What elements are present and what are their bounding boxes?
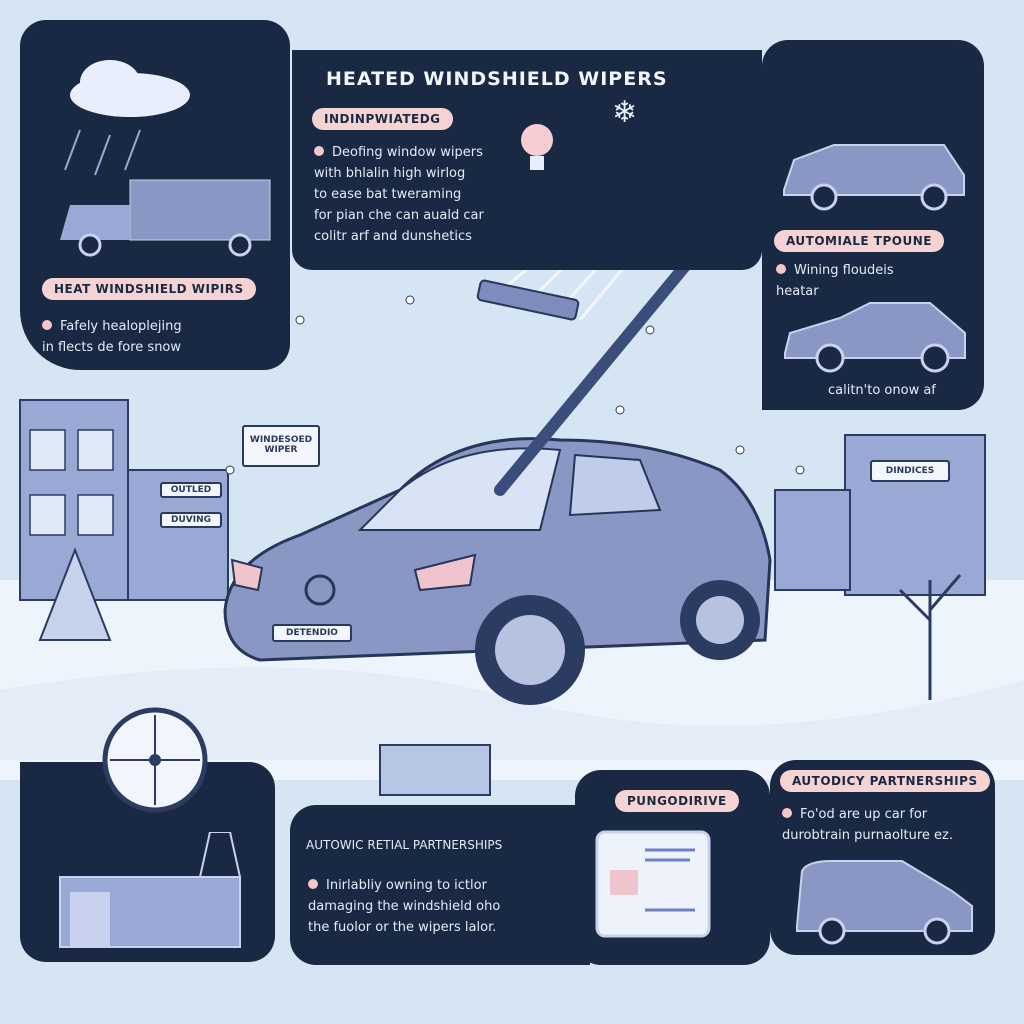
bottom-center-line-3: the fuolor or the wipers lalor.	[308, 920, 497, 935]
bottom-center-line-1: Inirlabliy owning to ictlor	[326, 878, 487, 893]
panel-device: PUNGODIRIVE	[575, 770, 770, 965]
top-right-line-1: Wining floudeis	[794, 263, 894, 278]
top-right-line-2: heatar	[776, 284, 819, 299]
top-center-pill: INDINPWIATEDG	[312, 108, 453, 130]
sedan-illustration	[784, 302, 966, 373]
bottom-right-line-2: durobtrain purnaolture ez.	[782, 828, 954, 843]
bottom-right-line-1: Fo'od are up car for	[800, 807, 928, 822]
snowflake-icon: ❄	[612, 95, 638, 130]
panel-top-left: HEAT WINDSHIELD WIPIRS Fafely healopleji…	[20, 20, 290, 370]
device-pill: PUNGODIRIVE	[615, 790, 739, 812]
bottom-right-pill: AUTODICY PARTNERSHIPS	[780, 770, 990, 792]
bottom-center-line-2: damaging the windshield oho	[308, 899, 501, 914]
bottom-center-heading: AUTOWIC RETIAL PARTNERSHIPS	[306, 838, 503, 852]
building-sign-left-1: OUTLED	[160, 482, 222, 498]
bullet-icon	[776, 264, 786, 274]
bullet-icon	[308, 879, 318, 889]
gauge-icon	[102, 707, 208, 813]
rain-cloud-truck-illustration	[60, 60, 271, 257]
panel-top-right: AUTOMIALE TPOUNE Wining floudeis heatar c…	[762, 40, 984, 410]
top-left-line-1: Fafely healoplejing	[60, 319, 182, 334]
building-sign-right: DINDICES	[870, 460, 950, 482]
panel-bottom-right: AUTODICY PARTNERSHIPS Fo'od are up car f…	[770, 760, 995, 955]
top-right-pill: AUTOMIALE TPOUNE	[774, 230, 944, 252]
top-center-line-4: for pian che can auald car	[314, 208, 484, 223]
top-left-pill: HEAT WINDSHIELD WIPIRS	[42, 278, 256, 300]
tablet-icon	[595, 830, 711, 938]
top-center-line-5: colitr arf and dunshetics	[314, 229, 472, 244]
warehouse-illustration	[59, 832, 242, 948]
lightbulb-icon	[521, 124, 553, 170]
building-sign-left-2: DUVING	[160, 512, 222, 528]
suv-illustration	[783, 144, 965, 211]
bullet-icon	[314, 146, 324, 156]
page-title: HEATED WINDSHIELD WIPERS	[326, 68, 668, 90]
top-center-line-1: Deofing window wipers	[332, 145, 483, 160]
top-right-caption: calitn'to onow af	[828, 383, 936, 398]
top-center-line-2: with bhlalin high wirlog	[314, 166, 466, 181]
bullet-icon	[42, 320, 52, 330]
panel-top-center: HEATED WINDSHIELD WIPERS INDINPWIATEDG D…	[292, 50, 762, 270]
bullet-icon	[782, 808, 792, 818]
license-plate: DETENDIO	[272, 624, 352, 642]
hatchback-illustration	[796, 860, 973, 945]
top-center-line-3: to ease bat tweraming	[314, 187, 462, 202]
roadside-sign: WINDESOED WIPER	[242, 425, 320, 467]
top-left-line-2: in flects de fore snow	[42, 340, 182, 355]
panel-bottom-center: AUTOWIC RETIAL PARTNERSHIPS Inirlabliy o…	[290, 805, 590, 965]
